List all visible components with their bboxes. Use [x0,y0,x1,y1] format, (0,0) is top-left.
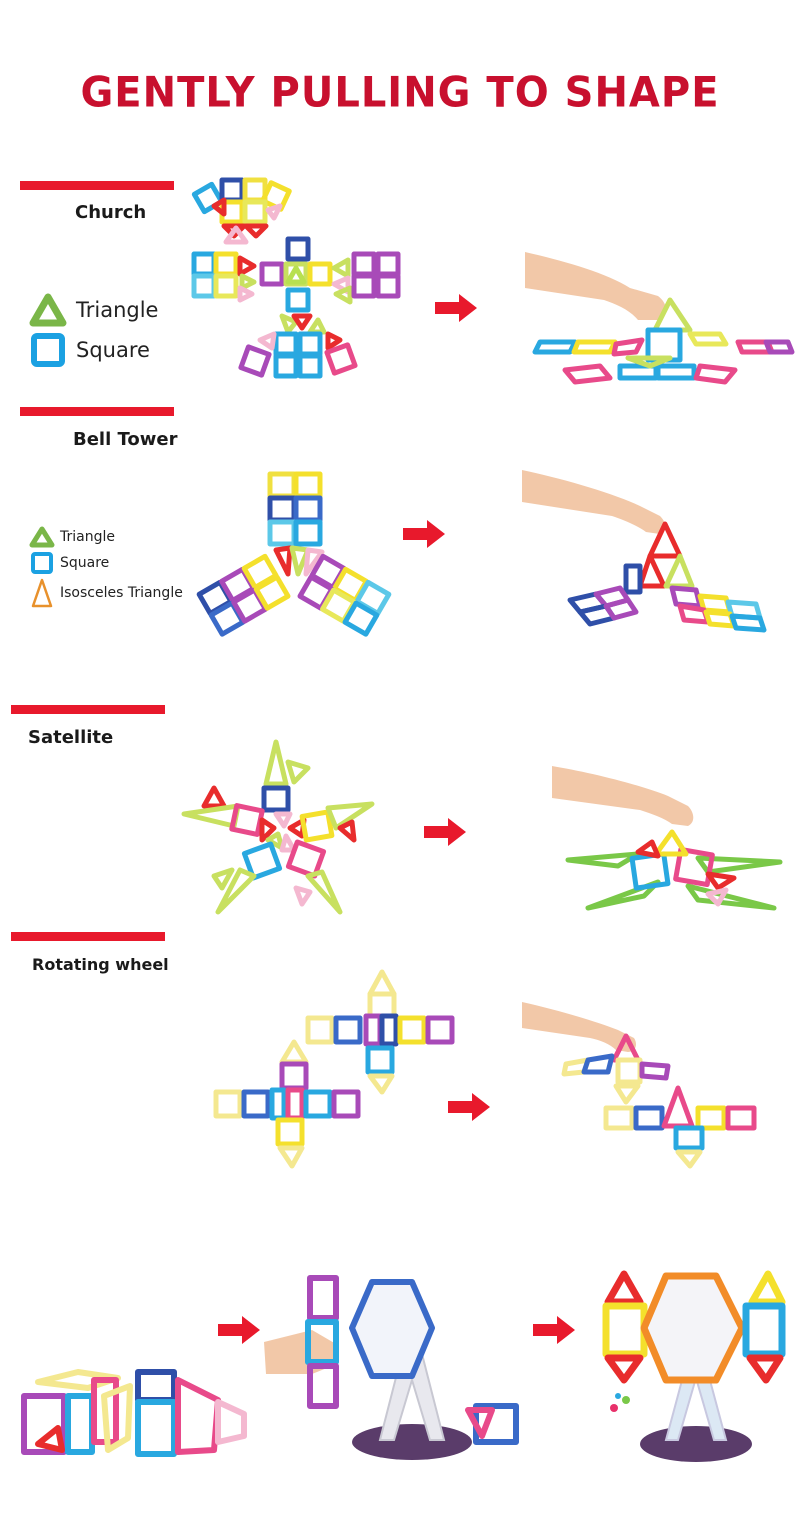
section-divider [11,932,165,941]
legend-church: Triangle Square [29,292,159,370]
legend-item-isosceles-triangle: Isosceles Triangle [30,576,183,610]
page-title: GENTLY PULLING TO SHAPE [80,68,720,118]
arrow-right-icon [533,1316,575,1344]
triangle-icon [29,526,55,548]
section-divider [20,181,174,190]
satellite-flat-layout-image [181,739,375,915]
arrow-right-icon [424,818,466,846]
wheel-assembly-photo [264,1275,519,1460]
bell-tower-flat-layout-image [196,471,392,637]
legend-item-square: Square [30,550,183,576]
isosceles-triangle-icon [31,578,53,608]
rotating-wheel-lifted-photo [522,1002,757,1169]
section-divider [20,407,174,416]
section-title-rotating-wheel: Rotating wheel [32,955,169,974]
square-icon [31,552,53,574]
arrow-right-icon [435,294,477,322]
arrow-right-icon [403,520,445,548]
legend-label: Square [76,338,150,362]
legend-item-triangle: Triangle [29,524,183,550]
section-divider [11,705,165,714]
triangle-icon [29,293,67,327]
arrow-right-icon [448,1093,490,1121]
arrow-right-icon [218,1316,260,1344]
section-title-church: Church [75,202,147,223]
legend-item-triangle: Triangle [29,292,159,328]
bell-tower-lifted-photo [522,470,767,633]
music-notes-icon [610,1393,630,1412]
section-title-bell-tower: Bell Tower [73,429,178,450]
legend-label: Triangle [76,298,159,322]
wheel-folded-parts-photo [21,1369,247,1457]
legend-label: Isosceles Triangle [60,585,183,601]
church-lifted-photo [525,252,795,385]
satellite-lifted-photo [552,766,783,911]
section-title-satellite: Satellite [28,727,114,748]
legend-item-square: Square [30,330,158,370]
legend-label: Triangle [60,529,115,545]
legend-label: Square [60,555,110,571]
rotating-wheel-flat-layout-image [213,969,455,1169]
square-icon [31,333,65,367]
wheel-complete-photo [602,1270,786,1462]
church-flat-layout-image [191,177,401,379]
legend-bell-tower: Triangle Square Isosceles Triangle [29,524,183,610]
